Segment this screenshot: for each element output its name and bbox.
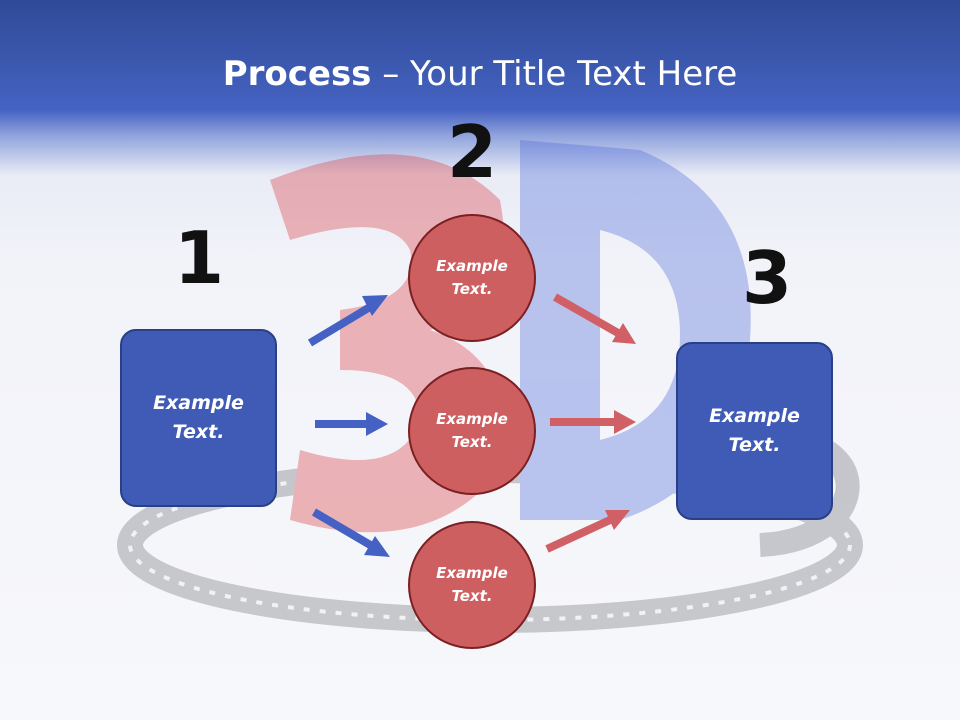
arrow-left-to-top	[307, 303, 373, 347]
step-number-1: 1	[173, 216, 225, 300]
arrow-bottom-to-right	[545, 516, 612, 553]
title-bold: Process	[222, 54, 372, 94]
top-circle-text: Example Text.	[436, 257, 508, 298]
middle-circle-text: Example Text.	[436, 410, 508, 451]
arrow-head-top-to-right	[612, 323, 636, 344]
red-arrows	[545, 293, 636, 553]
right-box-text: Example Text.	[709, 405, 800, 456]
arrow-head-bottom-to-right	[605, 510, 630, 530]
arrow-head-left-to-top	[362, 295, 388, 316]
slide-title: Process – Your Title Text Here	[0, 52, 960, 96]
top-circle: Example Text.	[408, 214, 536, 342]
bottom-circle-text: Example Text.	[436, 564, 508, 605]
right-process-box: Example Text.	[676, 342, 833, 520]
arrow-head-left-to-middle	[366, 412, 388, 436]
title-rest: – Your Title Text Here	[371, 54, 738, 94]
step-number-2: 2	[446, 110, 498, 194]
arrow-left-to-bottom	[311, 508, 375, 550]
bottom-circle: Example Text.	[408, 521, 536, 649]
step-number-3: 3	[741, 236, 793, 320]
left-process-box: Example Text.	[120, 329, 277, 507]
blue-arrows	[307, 295, 390, 557]
arrow-top-to-right	[553, 293, 620, 337]
left-box-text: Example Text.	[153, 392, 244, 443]
middle-circle: Example Text.	[408, 367, 536, 495]
arrow-head-middle-to-right	[614, 410, 636, 434]
arrow-head-left-to-bottom	[364, 536, 390, 557]
